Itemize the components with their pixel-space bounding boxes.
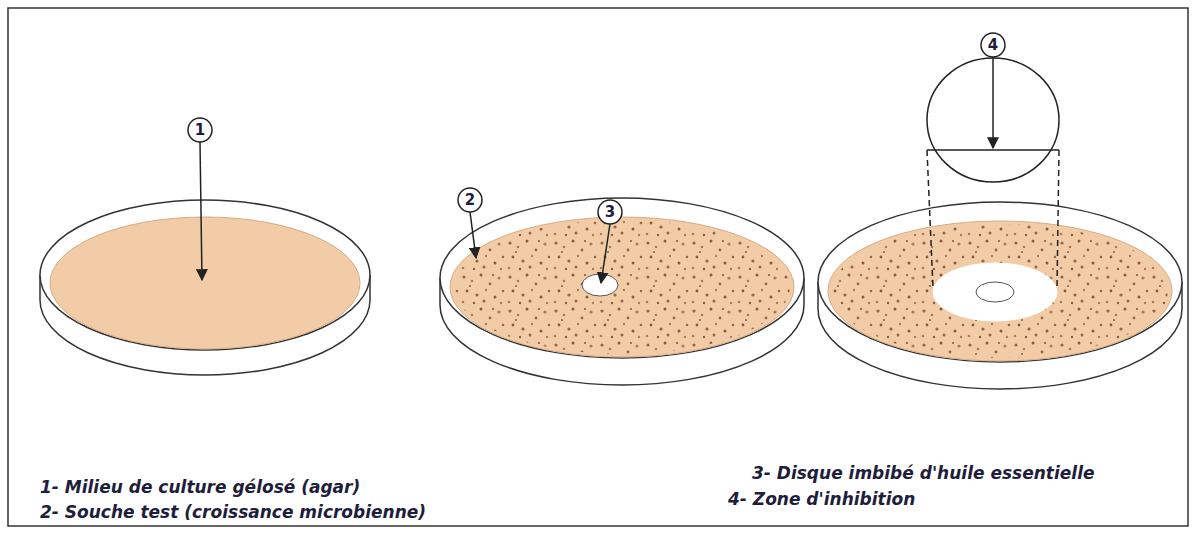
petri-dish (440, 198, 804, 385)
petri-dish (818, 202, 1182, 389)
callouts (188, 33, 1005, 283)
callout-number: 4 (981, 33, 1005, 57)
callout-number: 3 (598, 200, 622, 224)
legend-text: 2- Souche test (croissance microbienne) (40, 503, 426, 522)
zone-projection (927, 58, 1059, 288)
petri-dish (40, 200, 370, 375)
legend-text: 1- Milieu de culture gélosé (agar) (40, 478, 360, 497)
callout-number: 1 (188, 118, 212, 142)
legend-text: 4- Zone d'inhibition (728, 490, 915, 509)
legend-text: 3- Disque imbibé d'huile essentielle (752, 464, 1094, 483)
callout-number: 2 (458, 188, 482, 212)
frame (8, 8, 1188, 526)
